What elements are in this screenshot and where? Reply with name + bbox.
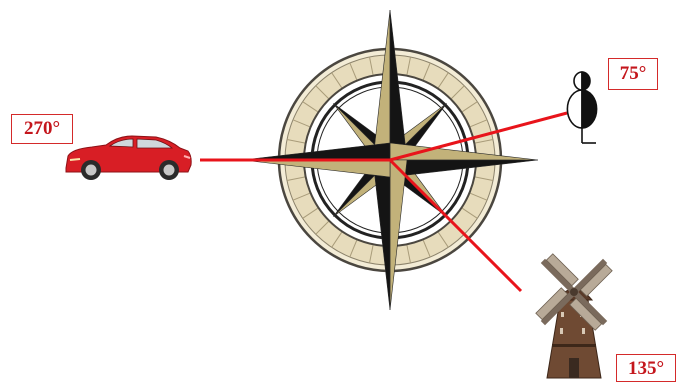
tower-bearing-label: 75° (608, 58, 658, 90)
windmill-bearing-label: 135° (616, 354, 676, 382)
lighthouse-icon (567, 72, 596, 143)
windmill-icon (534, 252, 613, 378)
car-bearing-label: 270° (11, 114, 73, 144)
car-icon (66, 136, 191, 180)
